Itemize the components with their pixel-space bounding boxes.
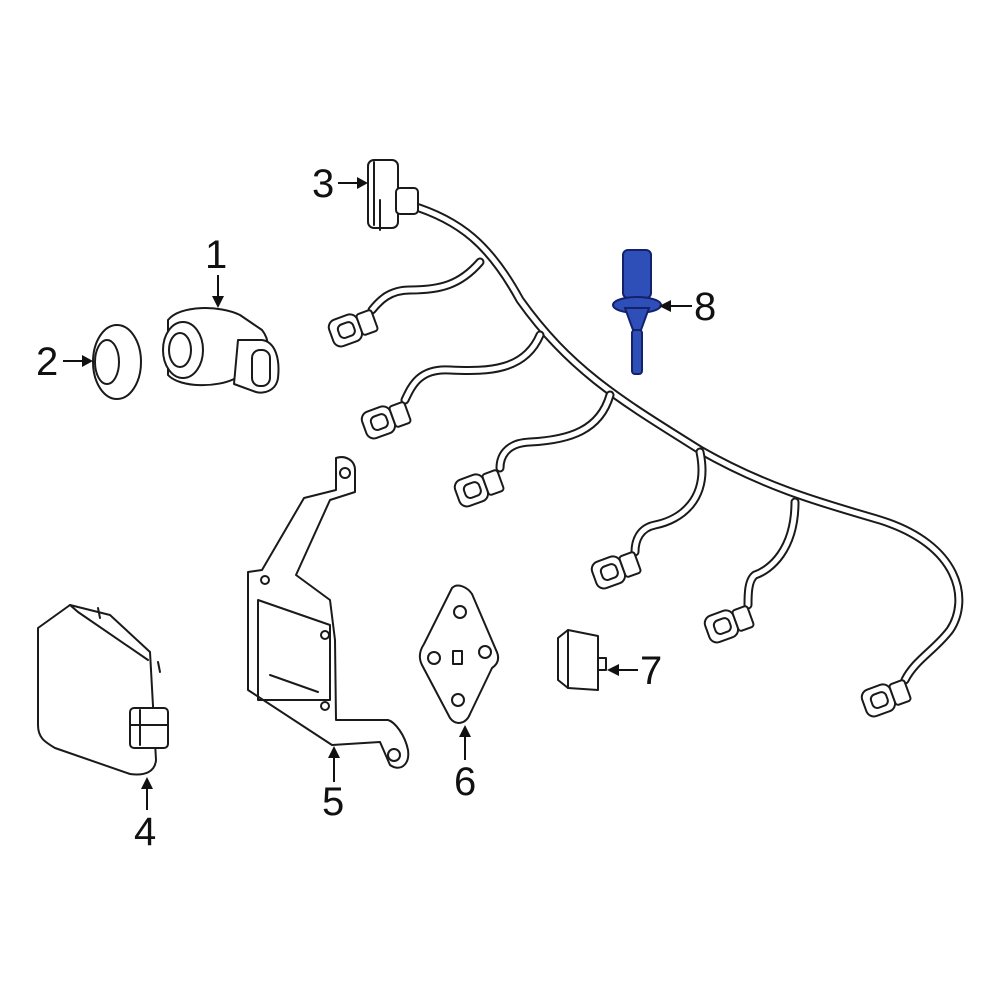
callout-8: 8 <box>659 285 716 329</box>
sensor-body <box>623 307 651 331</box>
harness-connector-3[interactable] <box>453 467 506 509</box>
harness-connector-2[interactable] <box>360 399 413 441</box>
part-8-temperature-sensor[interactable] <box>612 249 662 375</box>
callout-6: 6 <box>454 725 476 804</box>
svg-text:6: 6 <box>454 760 476 804</box>
callout-2: 2 <box>36 340 93 384</box>
wiring-harness[interactable] <box>327 200 964 719</box>
harness-connector-5[interactable] <box>703 603 756 645</box>
harness-connector-4[interactable] <box>590 549 643 591</box>
callout-3: 3 <box>312 162 368 206</box>
callout-5: 5 <box>322 746 344 824</box>
part-7-module[interactable] <box>557 629 607 691</box>
svg-text:2: 2 <box>36 340 58 384</box>
callout-1: 1 <box>205 233 227 308</box>
callout-7: 7 <box>607 649 662 693</box>
part-2-sensor-ring[interactable] <box>92 324 142 400</box>
part-1-park-sensor[interactable] <box>162 307 280 394</box>
svg-text:8: 8 <box>694 285 716 329</box>
harness-connector-1[interactable] <box>327 307 380 349</box>
part-6-gasket[interactable] <box>418 584 500 724</box>
sensor-probe <box>631 329 643 375</box>
svg-text:1: 1 <box>205 233 227 277</box>
sensor-head <box>622 249 652 299</box>
svg-text:4: 4 <box>134 810 156 854</box>
callout-4: 4 <box>134 777 156 854</box>
part-3-harness-plug[interactable] <box>367 159 419 231</box>
svg-text:7: 7 <box>640 649 662 693</box>
svg-text:3: 3 <box>312 162 334 206</box>
svg-text:5: 5 <box>322 780 344 824</box>
part-4-control-module[interactable] <box>37 604 169 776</box>
part-5-bracket[interactable] <box>247 456 410 769</box>
harness-connector-6[interactable] <box>860 677 913 719</box>
